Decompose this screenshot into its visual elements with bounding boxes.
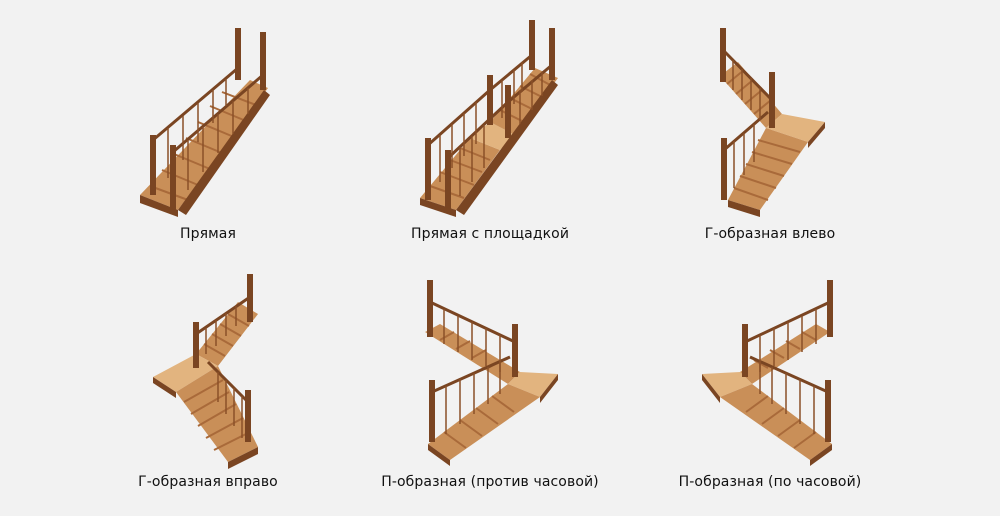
stair-option-u-cw[interactable]: П-образная (по часовой) xyxy=(620,262,920,512)
l-shaped-left-staircase-icon xyxy=(720,28,825,217)
stair-option-label: Г-образная влево xyxy=(704,226,836,242)
stair-option-straight[interactable]: Прямая xyxy=(58,10,358,260)
straight-staircase-icon xyxy=(140,28,270,217)
stair-option-u-ccw[interactable]: П-образная (против часовой) xyxy=(340,262,640,512)
stair-option-l-left[interactable]: Г-образная влево xyxy=(620,10,920,260)
stair-option-label: П-образная (против часовой) xyxy=(381,474,599,490)
stair-option-l-right[interactable]: Г-образная вправо xyxy=(58,262,358,512)
u-shaped-cw-staircase-icon xyxy=(702,280,833,466)
stair-option-label: Г-образная вправо xyxy=(138,474,278,490)
stair-option-label: Прямая xyxy=(180,226,236,242)
l-shaped-right-staircase-icon xyxy=(153,274,258,469)
stair-option-label: Прямая с площадкой xyxy=(410,226,570,242)
u-shaped-ccw-staircase-icon xyxy=(425,280,558,466)
stair-option-straight-landing[interactable]: Прямая с площадкой xyxy=(340,10,640,260)
straight-landing-staircase-icon xyxy=(420,20,558,217)
stair-option-label: П-образная (по часовой) xyxy=(678,474,862,490)
